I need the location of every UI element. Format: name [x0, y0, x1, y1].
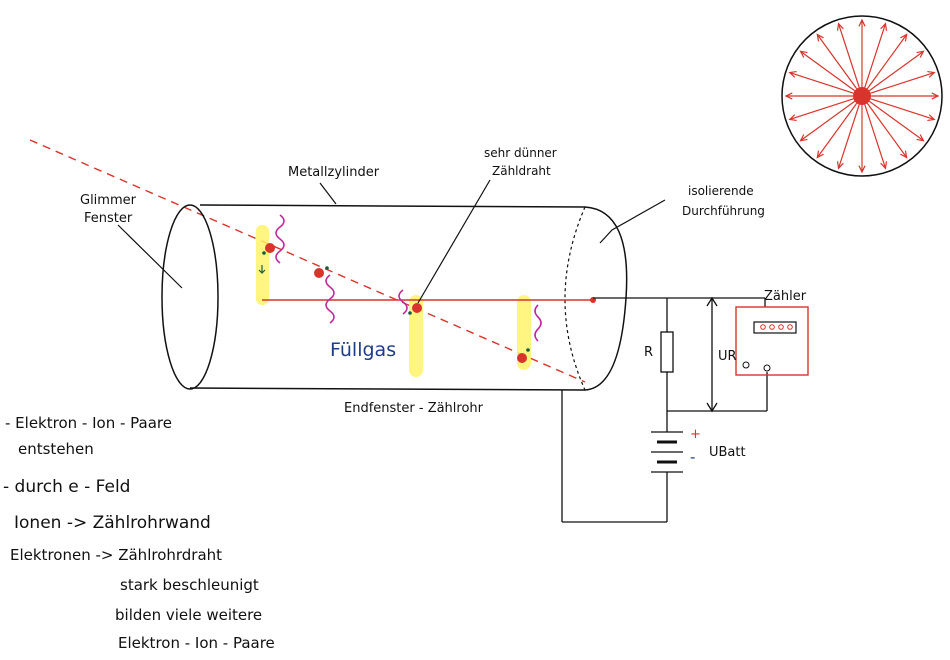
note-line-1: - Elektron - Ion - Paare: [5, 414, 172, 432]
field-arrow-head: [858, 18, 866, 27]
label-fuellgas: Füllgas: [330, 339, 396, 361]
leader-lines: [117, 179, 666, 304]
label-zaehldraht: Zähldraht: [492, 164, 551, 178]
field-arrow-head: [916, 50, 925, 58]
resistor: [660, 331, 674, 373]
field-arrow-head: [927, 70, 936, 78]
note-line-8: Elektron - Ion - Paare: [118, 634, 275, 652]
field-arrow-head: [880, 161, 888, 170]
label-glimmer: Glimmer: [80, 193, 137, 208]
label-isolierende: isolierende: [688, 184, 754, 198]
field-arrow-head: [799, 134, 808, 142]
battery-minus: -: [690, 448, 695, 466]
label-metallzylinder: Metallzylinder: [288, 165, 380, 180]
field-arrow-head: [816, 150, 824, 159]
field-arrow-head: [900, 33, 908, 42]
note-line-2: entstehen: [18, 440, 94, 458]
field-arrow: [864, 23, 887, 88]
field-arrow: [866, 34, 908, 90]
circuit: [561, 296, 768, 523]
metal-cylinder: [161, 204, 628, 391]
field-arrow: [870, 71, 935, 94]
field-arrow: [816, 102, 858, 158]
field-arrows: [784, 18, 940, 174]
field-arrow: [868, 50, 924, 92]
label-u-r: UR: [718, 349, 737, 364]
field-arrow-head: [784, 92, 793, 100]
radiation-beam: [29, 139, 586, 383]
field-arrow: [837, 23, 860, 88]
field-arrow: [866, 102, 908, 158]
field-arrow: [816, 34, 858, 90]
note-line-7: bilden viele weitere: [115, 606, 262, 624]
battery-plus: +: [690, 427, 701, 442]
inset-wire-dot: [853, 87, 871, 105]
field-arrow-head: [880, 22, 888, 31]
field-arrow-head: [799, 50, 808, 58]
field-arrow: [789, 98, 854, 121]
battery: [651, 431, 683, 473]
field-arrow: [864, 104, 887, 169]
field-arrow: [868, 100, 924, 142]
photons: [275, 214, 542, 342]
label-counter: Zähler: [764, 289, 807, 304]
inset-tube-circle: [781, 15, 943, 177]
field-arrow-head: [900, 150, 908, 159]
field-arrow: [837, 104, 860, 169]
field-arrow-head: [916, 134, 925, 142]
note-line-5: Elektronen -> Zählrohrdraht: [10, 546, 222, 564]
field-arrow-head: [836, 22, 844, 31]
field-arrow-head: [788, 114, 797, 122]
field-arrow: [800, 50, 856, 92]
field-arrow-head: [931, 92, 940, 100]
diagram-title: Endfenster - Zählrohr: [344, 401, 484, 416]
field-arrow: [789, 71, 854, 94]
label-battery: UBatt: [709, 445, 746, 460]
field-arrow-head: [858, 165, 866, 174]
note-line-3: - durch e - Feld: [3, 477, 130, 497]
label-durchfuehrung: Durchführung: [682, 204, 765, 218]
field-arrow-head: [927, 114, 936, 122]
field-arrow-head: [836, 161, 844, 170]
field-arrow: [800, 100, 856, 142]
mica-window: [161, 204, 219, 390]
note-line-4: Ionen -> Zählrohrwand: [14, 513, 211, 533]
label-resistor: R: [644, 345, 653, 360]
counter: [735, 306, 809, 376]
label-sehr-duenner: sehr dünner: [484, 146, 557, 160]
note-line-6: stark beschleunigt: [120, 576, 259, 594]
label-fenster: Fenster: [84, 211, 133, 226]
radial-field-inset: [781, 15, 943, 177]
field-arrow-head: [816, 33, 824, 42]
field-arrow: [870, 98, 935, 121]
particles: [258, 243, 530, 363]
field-arrow-head: [788, 70, 797, 78]
